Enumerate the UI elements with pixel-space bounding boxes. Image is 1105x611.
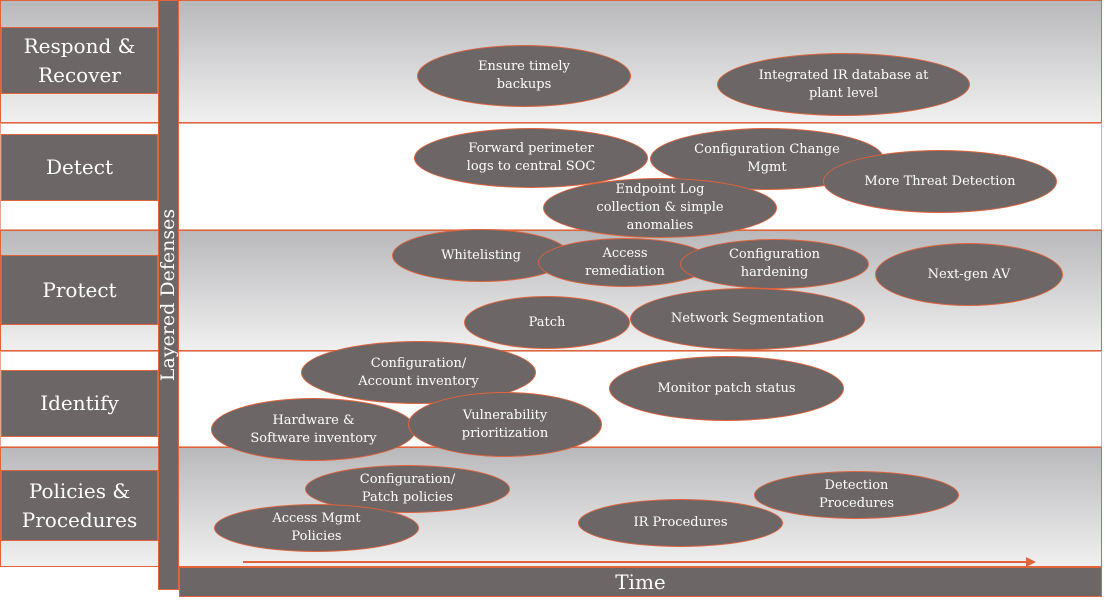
item-access-mgmt-policies: Access Mgmt Policies xyxy=(214,504,419,552)
item-forward-perimeter-logs: Forward perimeter logs to central SOC xyxy=(414,128,648,188)
item-ensure-backups: Ensure timely backups xyxy=(417,45,631,107)
item-whitelisting: Whitelisting xyxy=(392,229,570,282)
layered-defenses-axis xyxy=(158,0,179,590)
category-policies-procedures: Policies & Procedures xyxy=(1,470,158,541)
category-detect: Detect xyxy=(1,134,158,201)
item-endpoint-log-collection: Endpoint Log collection & simple anomali… xyxy=(543,178,777,238)
time-axis-label: Time xyxy=(179,567,1102,597)
item-patch: Patch xyxy=(464,296,630,349)
item-monitor-patch-status: Monitor patch status xyxy=(609,356,844,421)
category-identify: Identify xyxy=(1,370,158,437)
item-detection-procedures: Detection Procedures xyxy=(754,471,959,519)
item-ir-procedures: IR Procedures xyxy=(578,499,783,547)
item-next-gen-av: Next-gen AV xyxy=(875,243,1063,306)
category-protect: Protect xyxy=(1,255,158,325)
item-integrated-ir-database: Integrated IR database at plant level xyxy=(717,53,970,116)
category-respond-recover: Respond & Recover xyxy=(1,27,158,94)
item-hardware-software-inventory: Hardware & Software inventory xyxy=(211,398,416,461)
item-more-threat-detection: More Threat Detection xyxy=(823,150,1057,213)
item-vulnerability-prioritization: Vulnerability prioritization xyxy=(408,392,602,457)
item-configuration-hardening: Configuration hardening xyxy=(680,239,869,289)
item-network-segmentation: Network Segmentation xyxy=(630,288,865,350)
